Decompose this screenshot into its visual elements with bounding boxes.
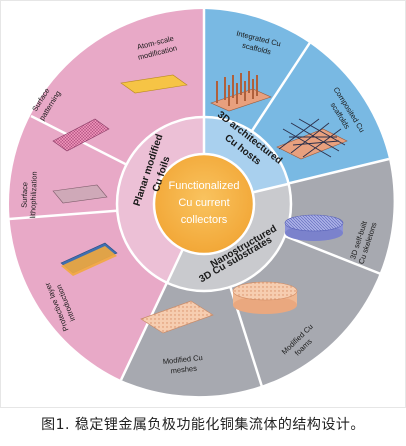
collector-wheel-diagram: Functionalized Cu current collectors Pla… (8, 9, 394, 397)
composited-scaffold-mesh-icon (278, 118, 346, 158)
modified-mesh-sheet-icon (140, 300, 214, 334)
segment-surface-lithophilization: Surface lithophilization (20, 171, 108, 219)
center-label: Functionalized Cu current collectors (169, 180, 240, 226)
modified-meshes-line1: Modified Cu (162, 353, 203, 366)
modified-meshes-line2: meshes (170, 364, 197, 376)
surface-patterning-foil-icon (52, 118, 110, 152)
segment-modified-meshes: Modified Cu meshes (140, 300, 214, 376)
surface-lithophilization-foil-icon (52, 184, 108, 204)
planar-outer-wedge (9, 9, 204, 380)
center-label-line1: Functionalized (169, 180, 240, 192)
integrated-scaffold-pillars-icon (216, 71, 258, 106)
surface-lithophilization-line2: lithophilization (28, 171, 39, 218)
center-label-line3: collectors (181, 214, 228, 226)
center-circle (152, 152, 256, 256)
self-built-skeleton-disc-icon (284, 214, 344, 241)
modified-foam-disc-icon (232, 281, 298, 314)
atom-scale-foil-icon (120, 74, 188, 94)
figure-frame: Functionalized Cu current collectors Pla… (0, 0, 406, 408)
center-label-line2: Cu current (178, 197, 229, 209)
figure-caption: 图1. 稳定锂金属负极功能化铜集流体的结构设计。 (41, 417, 365, 433)
surface-lithophilization-line1: Surface (20, 182, 30, 208)
